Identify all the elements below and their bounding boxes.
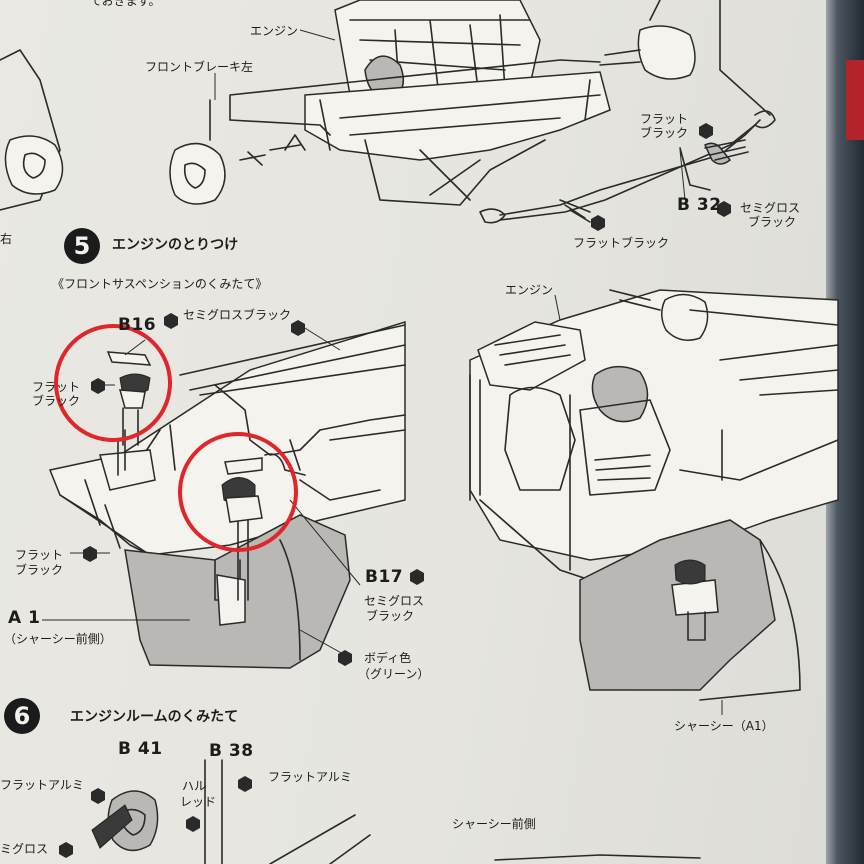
leader-lines (42, 29, 723, 715)
label-flat-black-top-1: フラット (640, 112, 689, 126)
label-chassis-a1: シャーシー（A1） (674, 719, 774, 733)
label-flat-black-left-1: フラット (15, 548, 64, 562)
hex-paint-marker-icon (164, 313, 178, 329)
hex-paint-marker-icon (591, 215, 605, 231)
highlight-circle-b17 (178, 432, 298, 552)
step-number-badge-icon: 6 (4, 698, 40, 734)
label-engine-mid: エンジン (505, 283, 554, 297)
red-tab (846, 60, 864, 140)
label-body-color-1: ボディ色 (364, 651, 412, 665)
part-a1: A 1 (8, 608, 41, 628)
hex-paint-marker-icon (238, 776, 252, 792)
label-flat-black-rod: フラットブラック (573, 236, 670, 250)
label-engine-top: エンジン (250, 24, 299, 38)
label-b32-color-2: ブラック (748, 215, 797, 229)
label-chassis-front: シャーシー前側 (452, 817, 536, 831)
label-b16-flat-2: ブラック (32, 394, 81, 408)
top-note: ておきます。 (90, 0, 161, 8)
hex-paint-marker-icon (410, 569, 424, 585)
part-b41: B 41 (118, 739, 163, 759)
hex-paint-marker-icon (91, 378, 105, 394)
step-number-badge-icon: 5 (64, 228, 100, 264)
part-b38: B 38 (209, 741, 254, 761)
top-engine-drawing (0, 0, 776, 224)
part-b17: B17 (365, 567, 404, 587)
label-b17-color-1: セミグロス (364, 594, 425, 608)
part-b32: B 32 (677, 195, 722, 215)
part-b16: B16 (118, 315, 157, 335)
label-flat-alumi-left: フラットアルミ (0, 778, 84, 792)
step6-title: エンジンルームのくみたて (70, 709, 239, 725)
step5-right-drawing (469, 289, 839, 701)
label-b16-flat-1: フラット (32, 380, 81, 394)
hex-paint-marker-icon (717, 201, 731, 217)
hex-paint-marker-icon (291, 320, 305, 336)
label-b16-color: セミグロスブラック (183, 308, 292, 322)
label-semigloss-fragment: ミグロス (0, 842, 49, 856)
step5-title: エンジンのとりつけ (112, 237, 239, 253)
highlight-circle-b16 (54, 324, 172, 442)
hex-paint-marker-icon (186, 816, 200, 832)
label-flat-black-top-2: ブラック (640, 126, 689, 140)
label-b32-color-1: セミグロス (740, 201, 801, 215)
hex-paint-marker-icon (83, 546, 97, 562)
hex-paint-marker-icon (91, 788, 105, 804)
step5-left-drawing (48, 320, 406, 669)
label-a1-desc: （シャーシー前側） (4, 632, 112, 646)
label-half-red-2: レッド (180, 795, 217, 809)
hex-paint-marker-icon (338, 650, 352, 666)
step5-subtitle: 《フロントサスペンションのくみたて》 (52, 277, 268, 291)
label-flat-alumi-right: フラットアルミ (268, 770, 352, 784)
step6-drawing (91, 759, 701, 864)
label-b17-color-2: ブラック (366, 609, 415, 623)
label-front-brake-left: フロントブレーキ左 (145, 60, 254, 74)
hex-paint-marker-icon (699, 123, 713, 139)
label-half-red-1: ハル (182, 779, 207, 793)
label-flat-black-left-2: ブラック (15, 563, 64, 577)
label-right-fragment: 右 (0, 232, 13, 246)
hex-paint-marker-icon (59, 842, 73, 858)
label-body-color-2: （グリーン） (358, 667, 430, 681)
